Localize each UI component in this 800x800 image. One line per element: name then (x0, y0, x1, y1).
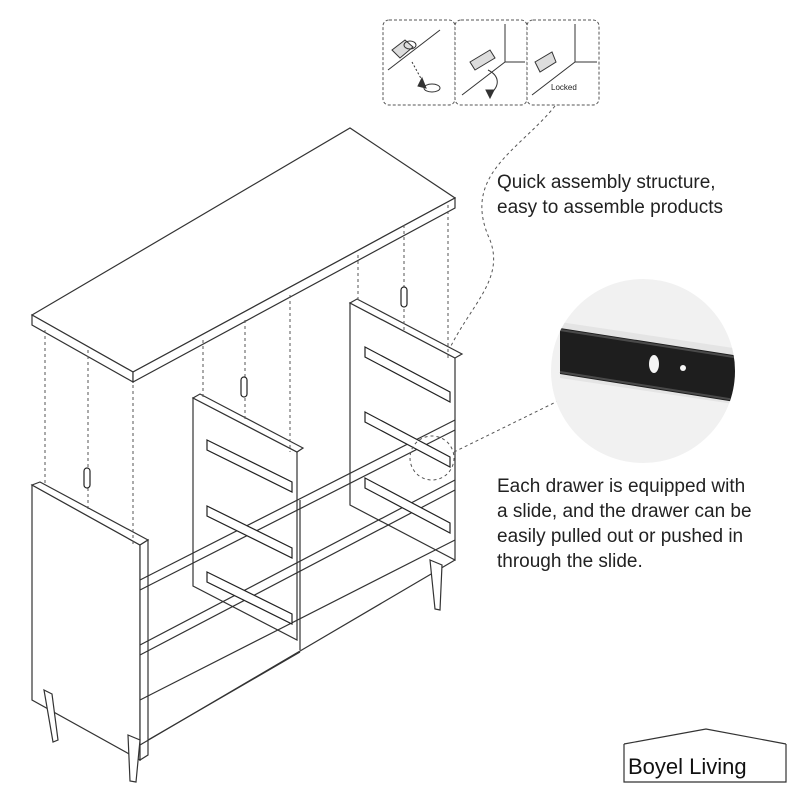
slide-detail-photo (551, 279, 735, 463)
left-side-panel (30, 481, 150, 762)
cabinet-top-panel (30, 127, 457, 384)
assembly-leader-line (447, 105, 556, 353)
caption-line: through the slide. (497, 551, 643, 572)
assembly-guide-lines (44, 205, 449, 545)
drawer-slide-caption: Each drawer is equipped with a slide, an… (497, 474, 752, 574)
caption-line: easy to assemble products (497, 197, 724, 218)
drawer-slides (206, 346, 451, 625)
assembly-inset-panels (382, 19, 600, 106)
brand-logo-outline (623, 728, 787, 783)
assembly-caption: Quick assembly structure, easy to assemb… (497, 170, 723, 220)
inset-step3-locked-icon (531, 24, 597, 96)
caption-line: a slide, and the drawer can be (497, 501, 752, 522)
inset-step1-insert-icon (387, 29, 441, 93)
brand-name: Boyel Living (628, 754, 747, 779)
cabinet-legs (43, 559, 443, 783)
slide-leader-line (453, 399, 561, 453)
inset-step2-rotate-icon (461, 24, 525, 100)
locked-label: Locked (551, 83, 577, 92)
caption-line: Each drawer is equipped with (497, 476, 746, 497)
caption-line: Quick assembly structure, (497, 172, 716, 193)
slide-highlight-circle (409, 435, 455, 481)
dowel-pins (83, 286, 408, 489)
caption-line: easily pulled out or pushed in (497, 526, 744, 547)
